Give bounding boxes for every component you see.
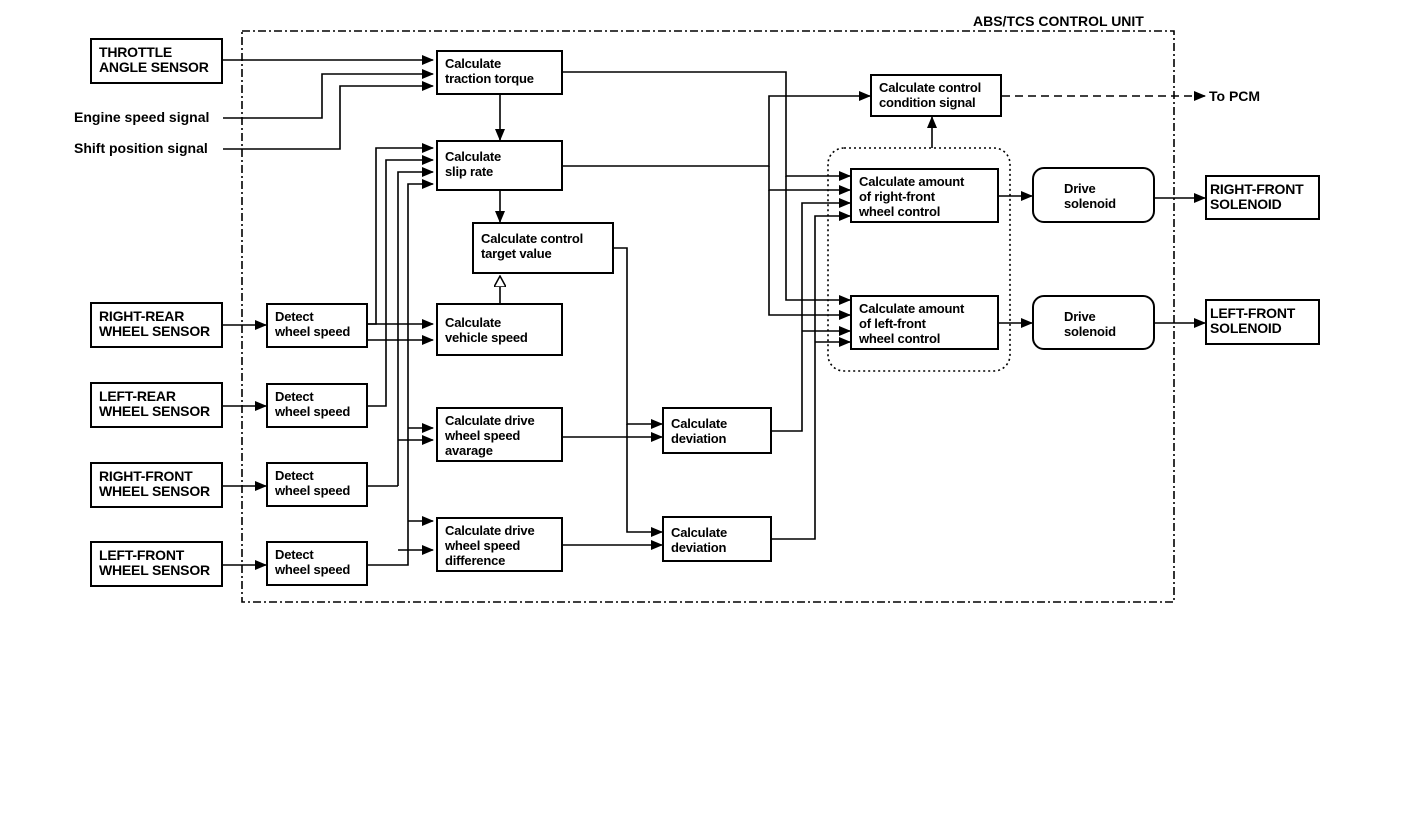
avg-label-2: wheel speed: [445, 428, 521, 443]
calc-traction-torque: Calculate traction torque: [436, 50, 563, 95]
detect-wheel-speed-lf: Detect wheel speed: [266, 541, 368, 586]
calc-deviation-difference: Calculate deviation: [662, 516, 772, 562]
calc-right-front-wheel-control: Calculate amount of right-front wheel co…: [850, 168, 999, 223]
calc-drive-wheel-speed-average: Calculate drive wheel speed avarage: [436, 407, 563, 462]
rfc-label-3: wheel control: [859, 204, 941, 219]
lfs-label-1: LEFT-FRONT: [1210, 305, 1296, 321]
lf-label-1: LEFT-FRONT: [99, 547, 185, 563]
calc-control-target-value: Calculate control target value: [472, 222, 614, 274]
right-rear-wheel-sensor: RIGHT-REAR WHEEL SENSOR: [90, 302, 223, 348]
right-front-solenoid: RIGHT-FRONT SOLENOID: [1205, 175, 1320, 220]
throttle-label-2: ANGLE SENSOR: [99, 59, 209, 75]
control-unit-title: ABS/TCS CONTROL UNIT: [973, 13, 1144, 29]
drive-label-2: solenoid: [1064, 196, 1116, 211]
detect-label: Detect: [275, 468, 314, 483]
throttle-angle-sensor: THROTTLE ANGLE SENSOR: [90, 38, 223, 84]
avg-label-3: avarage: [445, 443, 493, 458]
lfc-label-2: of left-front: [859, 316, 926, 331]
engine-speed-signal: Engine speed signal: [74, 109, 210, 125]
calc-control-condition-signal: Calculate control condition signal: [870, 74, 1002, 117]
right-front-wheel-sensor: RIGHT-FRONT WHEEL SENSOR: [90, 462, 223, 508]
traction-label-2: traction torque: [445, 71, 534, 86]
vehicle-label-1: Calculate: [445, 315, 502, 330]
detect-label-2: wheel speed: [275, 324, 351, 339]
drive-label-2: solenoid: [1064, 324, 1116, 339]
control-unit-border: [241, 30, 1175, 603]
dev-label-1: Calculate: [671, 525, 728, 540]
calc-slip-rate: Calculate slip rate: [436, 140, 563, 191]
lfs-label-2: SOLENOID: [1210, 320, 1282, 336]
detect-label-2: wheel speed: [275, 562, 351, 577]
calc-drive-wheel-speed-difference: Calculate drive wheel speed difference: [436, 517, 563, 572]
left-front-wheel-sensor: LEFT-FRONT WHEEL SENSOR: [90, 541, 223, 587]
detect-wheel-speed-lr: Detect wheel speed: [266, 383, 368, 428]
avg-label-1: Calculate drive: [445, 413, 535, 428]
lfc-label-1: Calculate amount: [859, 301, 965, 316]
dev-label-2: deviation: [671, 540, 727, 555]
rr-label-2: WHEEL SENSOR: [99, 323, 210, 339]
slip-label-2: slip rate: [445, 164, 494, 179]
calc-left-front-wheel-control: Calculate amount of left-front wheel con…: [850, 295, 999, 350]
lr-label-2: WHEEL SENSOR: [99, 403, 210, 419]
drive-label-1: Drive: [1064, 309, 1096, 324]
rfc-label-1: Calculate amount: [859, 174, 965, 189]
lfc-label-3: wheel control: [859, 331, 941, 346]
detect-label: Detect: [275, 309, 314, 324]
cond-label-1: Calculate control: [879, 80, 982, 95]
rfc-label-2: of right-front: [859, 189, 935, 204]
dev-label-1: Calculate: [671, 416, 728, 431]
rf-label-1: RIGHT-FRONT: [99, 468, 193, 484]
detect-label: Detect: [275, 547, 314, 562]
diff-label-3: difference: [445, 553, 506, 568]
shift-position-signal: Shift position signal: [74, 140, 208, 156]
cond-label-2: condition signal: [879, 95, 976, 110]
rfs-label-1: RIGHT-FRONT: [1210, 181, 1304, 197]
drive-solenoid-left: Drive solenoid: [1032, 295, 1155, 350]
left-front-solenoid: LEFT-FRONT SOLENOID: [1205, 299, 1320, 345]
detect-wheel-speed-rr: Detect wheel speed: [266, 303, 368, 348]
drive-solenoid-right: Drive solenoid: [1032, 167, 1155, 223]
detect-label: Detect: [275, 389, 314, 404]
rf-label-2: WHEEL SENSOR: [99, 483, 210, 499]
drive-label-1: Drive: [1064, 181, 1096, 196]
traction-label-1: Calculate: [445, 56, 502, 71]
detect-label-2: wheel speed: [275, 404, 351, 419]
vehicle-label-2: vehicle speed: [445, 330, 528, 345]
slip-label-1: Calculate: [445, 149, 502, 164]
detect-wheel-speed-rf: Detect wheel speed: [266, 462, 368, 507]
throttle-label-1: THROTTLE: [99, 44, 173, 60]
diff-label-1: Calculate drive: [445, 523, 535, 538]
detect-label-2: wheel speed: [275, 483, 351, 498]
calc-vehicle-speed: Calculate vehicle speed: [436, 303, 563, 356]
rr-label-1: RIGHT-REAR: [99, 308, 185, 324]
left-rear-wheel-sensor: LEFT-REAR WHEEL SENSOR: [90, 382, 223, 428]
wheel-control-group: [827, 147, 1011, 372]
rfs-label-2: SOLENOID: [1210, 196, 1282, 212]
target-label-1: Calculate control: [481, 231, 584, 246]
dev-label-2: deviation: [671, 431, 727, 446]
calc-deviation-average: Calculate deviation: [662, 407, 772, 454]
target-label-2: target value: [481, 246, 552, 261]
lr-label-1: LEFT-REAR: [99, 388, 176, 404]
to-pcm-label: To PCM: [1209, 88, 1261, 104]
lf-label-2: WHEEL SENSOR: [99, 562, 210, 578]
diff-label-2: wheel speed: [445, 538, 521, 553]
